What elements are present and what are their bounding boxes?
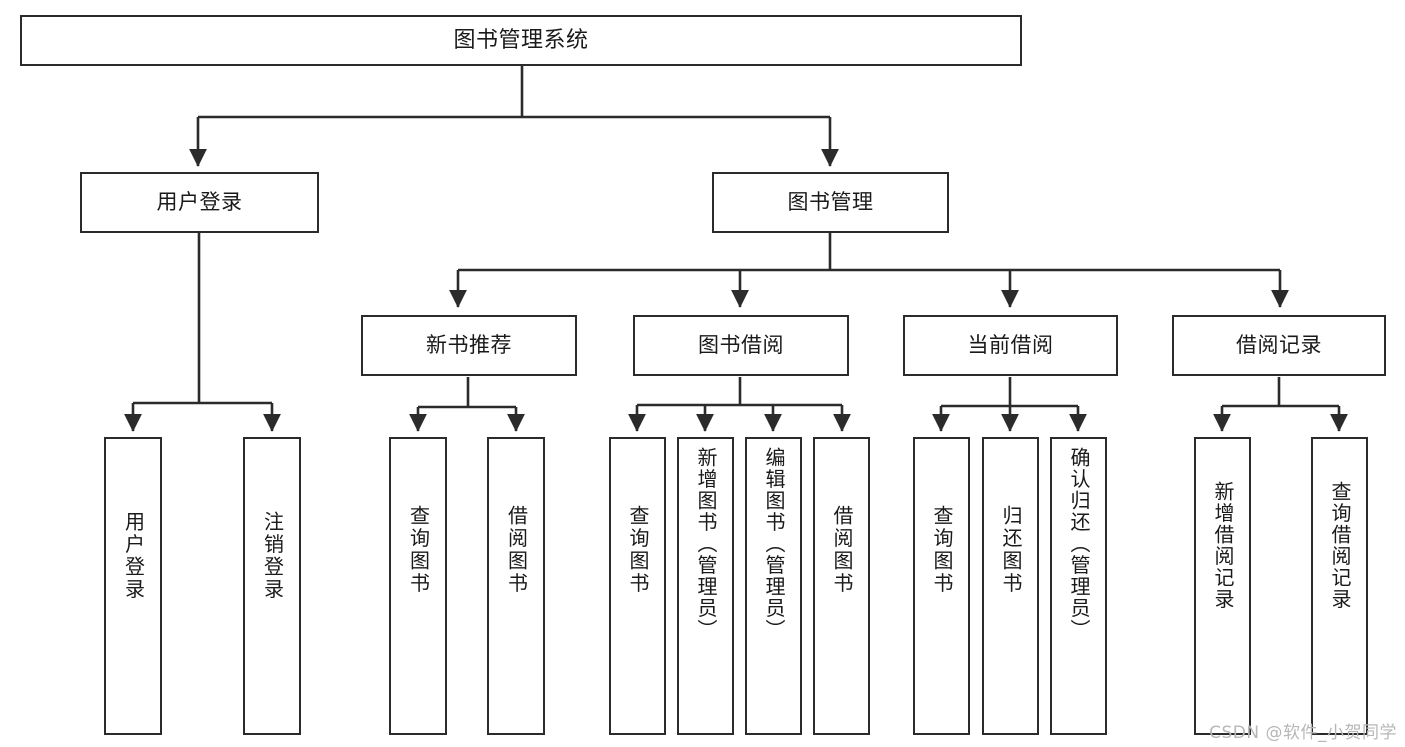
node-current-borrow-label: 当前借阅	[967, 333, 1054, 358]
node-leaf-borrow-book-1-label: 借阅图书	[504, 505, 529, 595]
node-leaf-borrow-book-2-label: 借阅图书	[830, 505, 854, 595]
node-leaf-query-book-2-label: 查询图书	[626, 505, 650, 595]
node-leaf-logout-login[interactable]: 注销登录	[243, 437, 301, 735]
node-leaf-return-book[interactable]: 归还图书	[982, 437, 1039, 735]
node-leaf-add-borrow-record-label: 新增借阅记录	[1211, 481, 1235, 610]
node-book-manage[interactable]: 图书管理	[712, 172, 949, 233]
node-book-manage-label: 图书管理	[787, 190, 874, 215]
node-leaf-query-book-3-label: 查询图书	[930, 505, 954, 595]
node-leaf-query-book-1[interactable]: 查询图书	[389, 437, 447, 735]
node-leaf-query-book-1-label: 查询图书	[406, 505, 431, 595]
node-leaf-edit-book[interactable]: 编辑图书（管理员）	[745, 437, 802, 735]
node-leaf-query-book-3[interactable]: 查询图书	[913, 437, 970, 735]
node-leaf-logout-login-label: 注销登录	[260, 511, 285, 601]
node-root-system-label: 图书管理系统	[453, 27, 589, 53]
node-leaf-user-login[interactable]: 用户登录	[104, 437, 162, 735]
node-new-book-recommend[interactable]: 新书推荐	[361, 315, 577, 376]
node-user-login[interactable]: 用户登录	[80, 172, 319, 233]
node-current-borrow[interactable]: 当前借阅	[903, 315, 1118, 376]
node-leaf-query-book-2[interactable]: 查询图书	[609, 437, 666, 735]
node-leaf-return-book-label: 归还图书	[999, 505, 1023, 595]
node-leaf-user-login-label: 用户登录	[121, 511, 146, 601]
node-leaf-add-book[interactable]: 新增图书（管理员）	[677, 437, 734, 735]
node-borrow-record-label: 借阅记录	[1236, 333, 1322, 358]
node-leaf-borrow-book-1[interactable]: 借阅图书	[487, 437, 545, 735]
node-leaf-borrow-book-2[interactable]: 借阅图书	[813, 437, 870, 735]
node-new-book-recommend-label: 新书推荐	[426, 333, 512, 358]
node-leaf-query-borrow-record[interactable]: 查询借阅记录	[1311, 437, 1368, 735]
node-book-borrow-label: 图书借阅	[698, 333, 784, 358]
node-book-borrow[interactable]: 图书借阅	[633, 315, 849, 376]
node-user-login-label: 用户登录	[156, 190, 243, 215]
node-borrow-record[interactable]: 借阅记录	[1172, 315, 1386, 376]
node-leaf-add-borrow-record[interactable]: 新增借阅记录	[1194, 437, 1251, 735]
node-leaf-confirm-return[interactable]: 确认归还（管理员）	[1050, 437, 1107, 735]
csdn-watermark: CSDN @软件_小贺同学	[1209, 723, 1397, 743]
node-root-system[interactable]: 图书管理系统	[20, 15, 1022, 66]
node-leaf-confirm-return-label: 确认归还（管理员）	[1067, 447, 1091, 641]
node-leaf-add-book-label: 新增图书（管理员）	[694, 447, 718, 641]
node-leaf-edit-book-label: 编辑图书（管理员）	[762, 447, 786, 641]
node-leaf-query-borrow-record-label: 查询借阅记录	[1328, 481, 1352, 610]
